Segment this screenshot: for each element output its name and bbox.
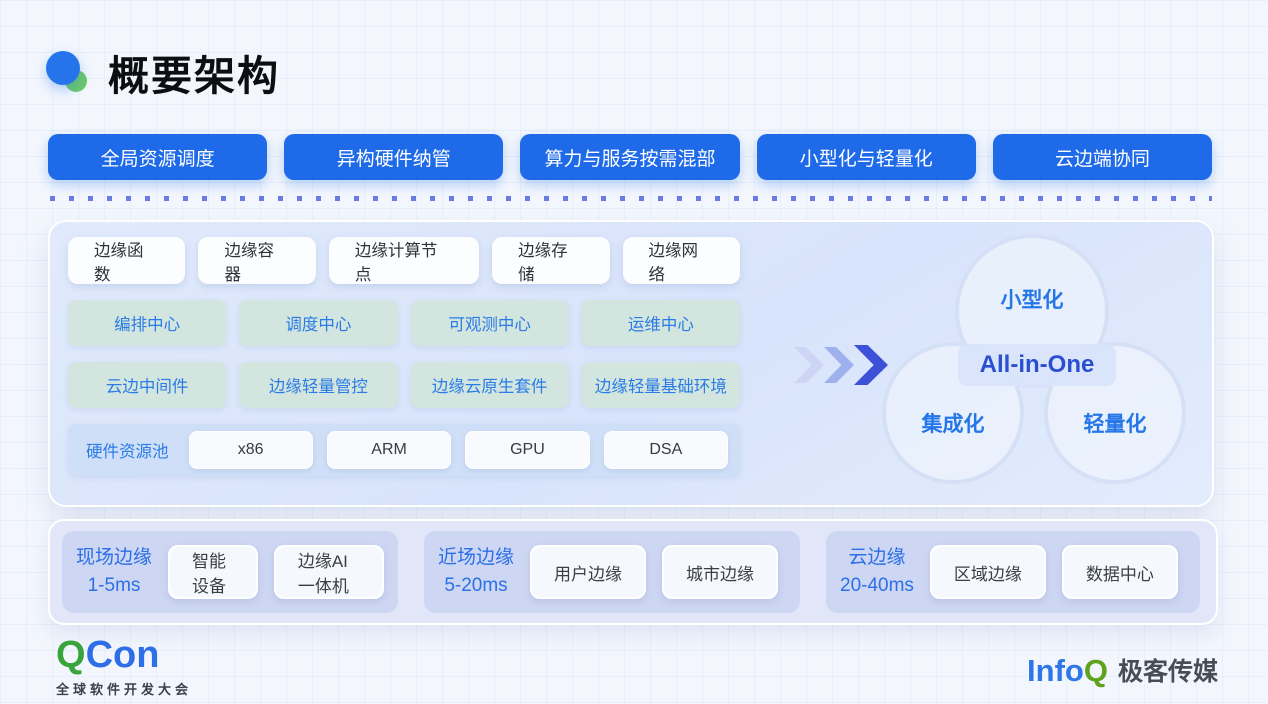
chip-edge-ai-allinone: 边缘AI一体机	[273, 545, 384, 599]
title-bullet-icon	[46, 48, 94, 96]
component-edge-storage: 边缘存储	[492, 237, 610, 284]
infoq-wordmark: InfoQ	[1027, 655, 1108, 686]
dotted-divider	[50, 196, 1212, 201]
tier-latency: 20-40ms	[840, 575, 914, 596]
component-observability-center: 可观测中心	[410, 300, 569, 346]
hardware-x86: x86	[188, 431, 313, 469]
component-scheduling-center: 调度中心	[239, 300, 398, 346]
feature-cloud-edge-collab: 云边端协同	[992, 134, 1213, 180]
component-edge-light-control: 边缘轻量管控	[239, 362, 398, 408]
blue-circle-icon	[46, 51, 80, 85]
qcon-wordmark: QCon	[56, 636, 192, 674]
infoq-logo: InfoQ 极客传媒	[1027, 652, 1218, 688]
component-ops-center: 运维中心	[581, 300, 740, 346]
chevron-right-icon	[854, 345, 888, 385]
tier-label: 近场边缘 5-20ms	[438, 544, 514, 601]
feature-miniaturization: 小型化与轻量化	[756, 134, 976, 180]
qcon-q: Q	[56, 634, 86, 676]
center-services-row: 编排中心 调度中心 可观测中心 运维中心	[68, 300, 740, 346]
bubble-label-integration: 集成化	[921, 413, 985, 436]
component-cloud-edge-middleware: 云边中间件	[68, 362, 227, 408]
architecture-panel: 边缘函数 边缘容器 边缘计算节点 边缘存储 边缘网络 编排中心 调度中心 可观测…	[48, 220, 1214, 507]
flow-arrows	[794, 345, 888, 385]
feature-mixed-deployment: 算力与服务按需混部	[520, 134, 740, 180]
bubble-label-miniaturization: 小型化	[1000, 289, 1064, 312]
tier-onsite-edge: 现场边缘 1-5ms 智能设备 边缘AI一体机	[62, 531, 398, 613]
chip-smart-device: 智能设备	[168, 545, 258, 599]
infoq-info: Info	[1027, 652, 1084, 688]
component-orchestration-center: 编排中心	[68, 300, 227, 346]
hardware-pool-strip: 硬件资源池 x86 ARM GPU DSA	[68, 424, 740, 476]
chevron-right-icon	[794, 347, 824, 383]
chip-data-center: 数据中心	[1061, 545, 1178, 599]
edge-runtime-row: 边缘函数 边缘容器 边缘计算节点 边缘存储 边缘网络	[68, 237, 740, 284]
component-edge-network: 边缘网络	[622, 237, 740, 284]
chip-city-edge: 城市边缘	[662, 545, 779, 599]
header: 概要架构	[46, 42, 280, 102]
tier-name: 云边缘	[848, 546, 906, 568]
hardware-pool-label: 硬件资源池	[86, 443, 169, 461]
feature-button-row: 全局资源调度 异构硬件纳管 算力与服务按需混部 小型化与轻量化 云边端协同	[48, 134, 1213, 180]
all-in-one-badge: All-in-One	[958, 344, 1116, 386]
tier-label: 云边缘 20-40ms	[840, 544, 914, 601]
tier-label: 现场边缘 1-5ms	[76, 544, 152, 601]
tier-name: 现场边缘	[76, 546, 153, 568]
bubble-label-lightweight: 轻量化	[1083, 413, 1147, 436]
infoq-brand-name: 极客传媒	[1117, 658, 1218, 686]
hardware-arm: ARM	[326, 431, 452, 469]
component-stack: 边缘函数 边缘容器 边缘计算节点 边缘存储 边缘网络 编排中心 调度中心 可观测…	[68, 237, 740, 476]
tier-latency: 5-20ms	[444, 575, 508, 596]
qcon-subtitle: 全球软件开发大会	[56, 682, 193, 697]
component-edge-cloudnative-suite: 边缘云原生套件	[410, 362, 569, 408]
edge-tiers-panel: 现场边缘 1-5ms 智能设备 边缘AI一体机 近场边缘 5-20ms 用户边缘…	[48, 519, 1218, 625]
feature-global-scheduling: 全局资源调度	[48, 134, 268, 180]
chip-regional-edge: 区域边缘	[929, 545, 1046, 599]
component-edge-compute-node: 边缘计算节点	[328, 237, 480, 284]
tier-latency: 1-5ms	[87, 575, 141, 596]
hardware-gpu: GPU	[465, 431, 590, 469]
tier-name: 近场边缘	[438, 546, 515, 568]
infoq-q: Q	[1083, 652, 1108, 688]
chevron-right-icon	[824, 347, 854, 383]
qcon-logo: QCon 全球软件开发大会	[56, 636, 192, 698]
feature-heterogeneous-hardware: 异构硬件纳管	[284, 134, 504, 180]
tier-near-edge: 近场边缘 5-20ms 用户边缘 城市边缘	[424, 531, 800, 613]
qcon-con: Con	[85, 634, 160, 676]
chip-user-edge: 用户边缘	[530, 545, 647, 599]
component-edge-function: 边缘函数	[68, 237, 186, 284]
tier-cloud-edge: 云边缘 20-40ms 区域边缘 数据中心	[826, 531, 1200, 613]
middleware-row: 云边中间件 边缘轻量管控 边缘云原生套件 边缘轻量基础环境	[68, 362, 740, 408]
component-edge-light-base-env: 边缘轻量基础环境	[581, 362, 740, 408]
page-title: 概要架构	[108, 53, 280, 99]
hardware-dsa: DSA	[603, 431, 728, 469]
component-edge-container: 边缘容器	[198, 237, 316, 284]
